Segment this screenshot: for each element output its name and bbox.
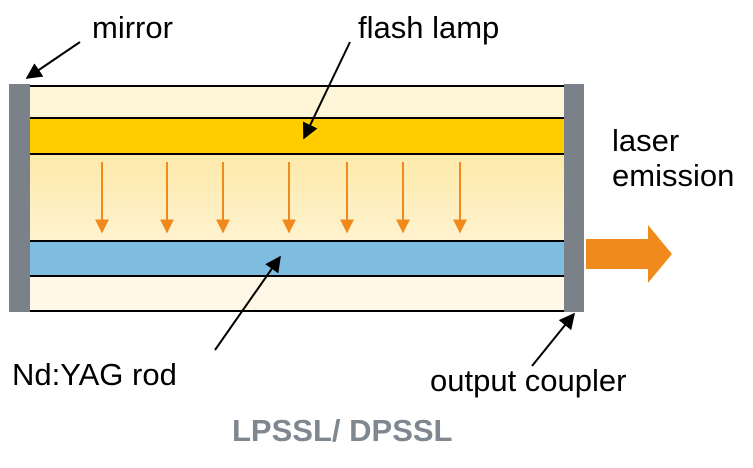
flash-lamp-label: flash lamp [358, 10, 500, 45]
flash-lamp-bar [30, 118, 564, 154]
mirror-label: mirror [92, 10, 173, 45]
output-coupler-label: output coupler [430, 363, 627, 398]
cavity-top-band [30, 86, 564, 118]
mirror-plate [9, 84, 30, 312]
nd-yag-rod-bar [30, 241, 564, 276]
rod-pointer [214, 255, 281, 351]
cavity-pump-region [30, 154, 564, 241]
rod-label: Nd:YAG rod [12, 357, 177, 392]
laser-emission-arrow [586, 225, 672, 283]
cavity-bottom-band [30, 276, 564, 311]
mirror-pointer [25, 41, 81, 79]
laser-emission-label-line1: laser [612, 123, 680, 158]
laser-emission-label-line2: emission [612, 158, 735, 193]
pump-arrows [95, 162, 467, 234]
flash-lamp-pointer [303, 41, 351, 140]
output-coupler-pointer [531, 312, 576, 367]
cavity-outlines [30, 85, 564, 312]
output-coupler-plate [564, 84, 584, 312]
diagram-caption: LPSSL/ DPSSL [232, 413, 453, 448]
